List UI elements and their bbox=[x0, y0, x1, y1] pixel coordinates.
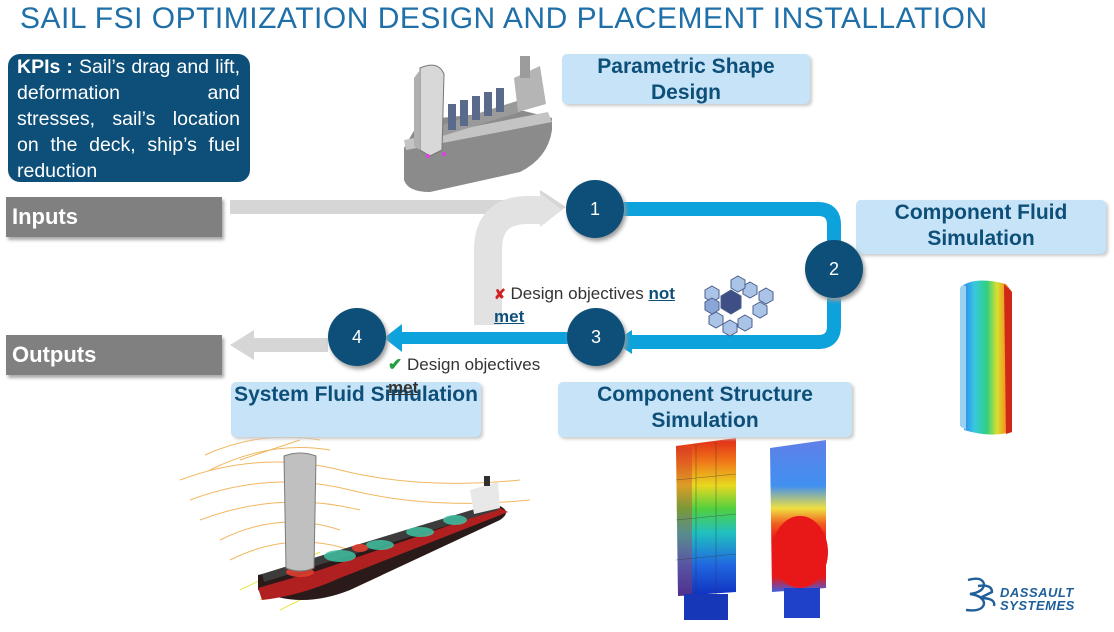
step2-label: Component Fluid Simulation bbox=[856, 200, 1106, 254]
step4-circle: 4 bbox=[328, 308, 386, 366]
outputs-label: Outputs bbox=[12, 342, 97, 367]
step2-circle: 2 bbox=[805, 240, 863, 298]
not-met-prefix: Design objectives bbox=[510, 284, 644, 303]
hexagon-network-icon bbox=[704, 275, 774, 337]
logo-line1: DASSAULT bbox=[1000, 585, 1074, 600]
step3-label: Component Structure Simulation bbox=[558, 382, 852, 437]
step1-label: Parametric Shape Design bbox=[562, 54, 810, 104]
kpi-box: KPIs : Sail’s drag and lift, deformation… bbox=[8, 54, 250, 182]
ship-with-sail-illustration bbox=[404, 56, 552, 192]
inputs-box: Inputs bbox=[6, 197, 222, 237]
dassault-logo-icon bbox=[965, 577, 996, 612]
not-met-suffix: met bbox=[494, 307, 525, 326]
structure-displacement-result-image bbox=[675, 438, 737, 620]
loop-back-arrowhead bbox=[540, 193, 562, 227]
component-fluid-result-image bbox=[960, 280, 1012, 435]
met-prefix: Design objectives bbox=[406, 355, 541, 374]
kpi-text: Sail’s drag and lift, deformation and st… bbox=[17, 56, 241, 182]
step1-circle: 1 bbox=[566, 180, 624, 238]
check-icon: ✔ bbox=[388, 355, 403, 374]
step3-to-step4-arrow bbox=[384, 324, 572, 352]
page-title: SAIL FSI OPTIMIZATION DESIGN AND PLACEME… bbox=[20, 2, 988, 35]
output-arrow bbox=[230, 330, 328, 360]
structure-stress-result-image bbox=[770, 440, 828, 618]
system-fluid-result-image bbox=[179, 436, 531, 611]
objectives-met-note: ✔ Design objectives bbox=[388, 355, 540, 375]
met-suffix: met bbox=[388, 378, 419, 397]
kpi-label: KPIs : bbox=[17, 56, 73, 78]
loop-back-arrow bbox=[474, 196, 545, 325]
dassault-logo-text: DASSAULT SYSTEMES bbox=[1000, 586, 1075, 612]
outputs-box: Outputs bbox=[6, 335, 222, 375]
objectives-not-met-note: ✘ Design objectives not bbox=[494, 284, 675, 304]
not-met-emphasis: not bbox=[648, 284, 675, 303]
cross-icon: ✘ bbox=[494, 286, 506, 302]
logo-line2: SYSTEMES bbox=[1000, 598, 1075, 613]
step3-circle: 3 bbox=[567, 308, 625, 366]
inputs-label: Inputs bbox=[12, 204, 78, 229]
step4-label: System Fluid Simulation bbox=[231, 382, 481, 437]
